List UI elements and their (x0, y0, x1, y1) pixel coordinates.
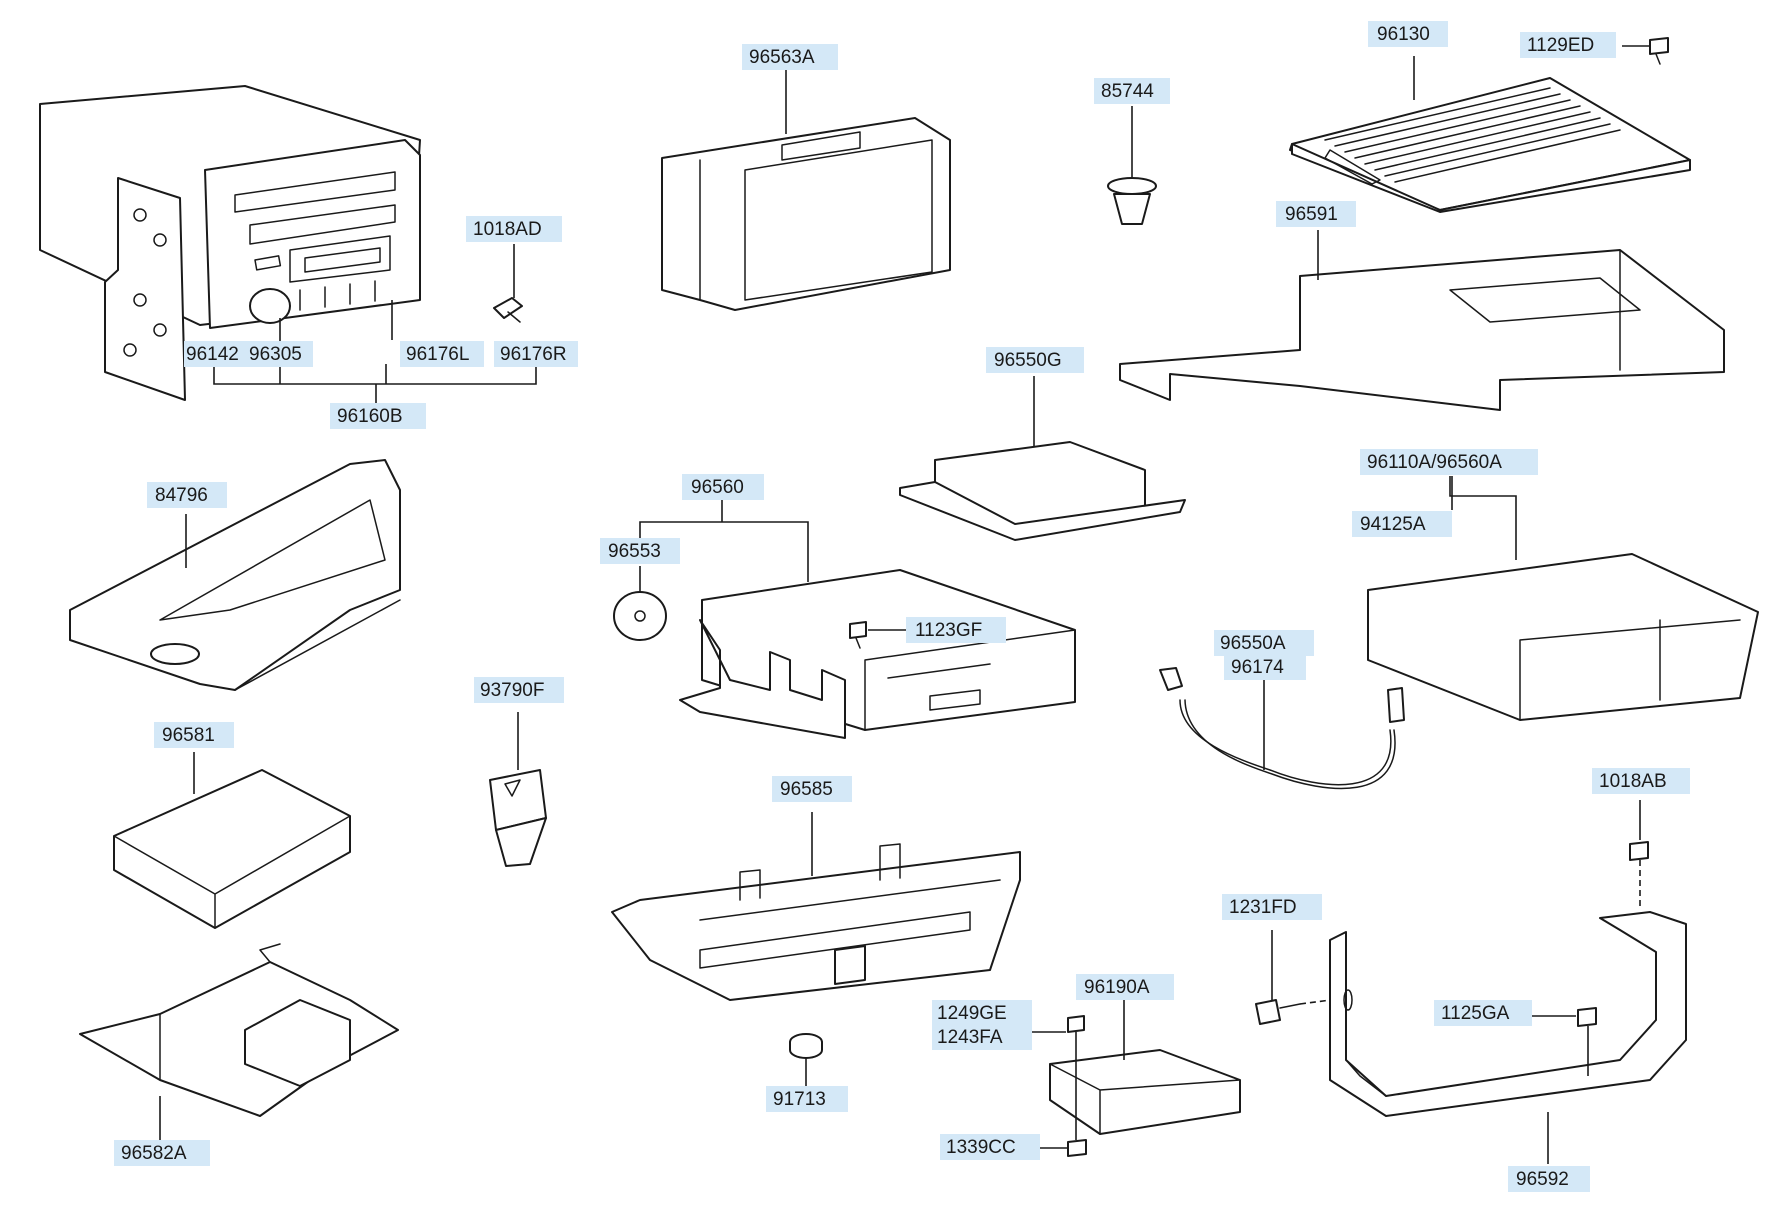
callout-1339CC[interactable]: 1339CC (940, 1134, 1040, 1160)
callout-text: 96176R (500, 344, 567, 365)
callout-1018AD[interactable]: 1018AD (466, 216, 562, 242)
bracket-96563A (661, 117, 951, 311)
screw-1018AD (493, 244, 523, 323)
callout-1125GA[interactable]: 1125GA (1434, 1000, 1532, 1026)
callout-1123GF[interactable]: 1123GF (906, 617, 1006, 643)
callout-96563A[interactable]: 96563A (742, 44, 838, 70)
callout-1231FD[interactable]: 1231FD (1222, 894, 1322, 920)
screw-1129ED (1622, 37, 1669, 65)
callout-1129ED[interactable]: 1129ED (1520, 32, 1616, 58)
navigation-unit-96560 (679, 569, 1076, 739)
callout-1018AB[interactable]: 1018AB (1592, 768, 1690, 794)
clip-85744 (1107, 106, 1157, 225)
callout-85744[interactable]: 85744 (1094, 78, 1170, 104)
callout-text: 96553 (608, 541, 661, 562)
callout-91713[interactable]: 91713 (766, 1086, 848, 1112)
callout-text: 1231FD (1229, 897, 1297, 918)
callout-text: 84796 (155, 485, 208, 506)
callout-text: 96130 (1377, 24, 1430, 45)
callout-text: 96585 (780, 779, 833, 800)
callout-96591[interactable]: 96591 (1276, 201, 1356, 227)
callout-text: 1129ED (1527, 35, 1594, 56)
callout-96174[interactable]: 96174 (1224, 654, 1306, 680)
callout-text: 96190A (1084, 977, 1150, 998)
callout-text: 96591 (1285, 204, 1338, 225)
callout-text: 96160B (337, 406, 403, 427)
callout-text: 96563A (749, 47, 815, 68)
callout-96550G[interactable]: 96550G (986, 347, 1084, 373)
callout-96592[interactable]: 96592 (1508, 1166, 1590, 1192)
cd-changer-96110A (1367, 553, 1759, 721)
callout-96582A[interactable]: 96582A (114, 1140, 210, 1166)
leader-96160B (213, 318, 537, 406)
callout-text: 96142 (186, 344, 239, 365)
callout-96160B[interactable]: 96160B (330, 403, 426, 429)
leader-96110A (1449, 476, 1517, 560)
bracket-96582A (79, 943, 399, 1117)
callout-93790F[interactable]: 93790F (474, 677, 564, 703)
callout-96176R[interactable]: 96176R (494, 341, 578, 367)
callout-1243FA[interactable]: 1243FA (932, 1024, 1032, 1050)
callout-1249GE[interactable]: 1249GE (932, 1000, 1032, 1026)
callout-text: 96110A/96560A (1367, 452, 1502, 473)
callout-96110A[interactable]: 96110A/96560A (1360, 449, 1538, 475)
wire-harness-96550A (1159, 667, 1405, 790)
callout-96190A[interactable]: 96190A (1076, 974, 1174, 1000)
module-96190A (1049, 1049, 1241, 1135)
callout-text: 96550G (994, 350, 1062, 371)
callout-84796[interactable]: 84796 (147, 482, 227, 508)
bracket-96591 (1119, 249, 1725, 411)
bracket-96592 (1329, 911, 1687, 1117)
callout-96305[interactable]: 96305 (247, 341, 313, 367)
callout-text: 96582A (121, 1143, 187, 1164)
plug-91713 (789, 1033, 823, 1086)
callout-text: 1125GA (1441, 1003, 1510, 1024)
nut-1339CC (1040, 1139, 1087, 1157)
callout-94125A[interactable]: 94125A (1352, 511, 1452, 537)
callout-text: 96550A (1220, 633, 1286, 654)
callout-96581[interactable]: 96581 (154, 722, 234, 748)
screw-1018AB (1629, 800, 1649, 910)
callout-text: 93790F (480, 680, 544, 701)
callout-text: 96592 (1516, 1169, 1569, 1190)
leader-96560 (639, 500, 809, 582)
callout-96130[interactable]: 96130 (1368, 21, 1448, 47)
callout-text: 96560 (691, 477, 744, 498)
callout-text: 1018AD (473, 219, 542, 240)
callout-96585[interactable]: 96585 (772, 776, 852, 802)
callout-text: 96305 (249, 344, 302, 365)
bolt-1231FD (1255, 930, 1347, 1025)
callout-text: 1123GF (915, 620, 982, 641)
module-96550G (899, 441, 1186, 541)
head-unit-drawing (39, 85, 421, 401)
callout-text: 1018AB (1599, 771, 1667, 792)
callout-96550A[interactable]: 96550A (1214, 630, 1314, 656)
callout-text: 96174 (1231, 657, 1284, 678)
panel-96585 (611, 843, 1021, 1001)
disc-96553 (613, 566, 667, 641)
screw-1249GE (1032, 1015, 1085, 1140)
callout-text: 96176L (406, 344, 469, 365)
callout-text: 1339CC (946, 1137, 1016, 1158)
callout-text: 94125A (1360, 514, 1426, 535)
screw-1123GF (849, 621, 906, 649)
bezel-84796 (69, 459, 401, 691)
module-96581 (113, 769, 351, 929)
callout-96142[interactable]: 96142 (184, 341, 248, 367)
switch-93790F (489, 712, 547, 867)
callout-text: 1249GE (937, 1003, 1007, 1024)
callout-96560[interactable]: 96560 (682, 474, 764, 500)
amplifier-96130 (1289, 77, 1691, 213)
callout-text: 91713 (773, 1089, 826, 1110)
callout-text: 1243FA (937, 1027, 1003, 1048)
callout-text: 96581 (162, 725, 215, 746)
callout-96176L[interactable]: 96176L (400, 341, 484, 367)
callout-text: 85744 (1101, 81, 1154, 102)
callout-96553[interactable]: 96553 (600, 538, 680, 564)
